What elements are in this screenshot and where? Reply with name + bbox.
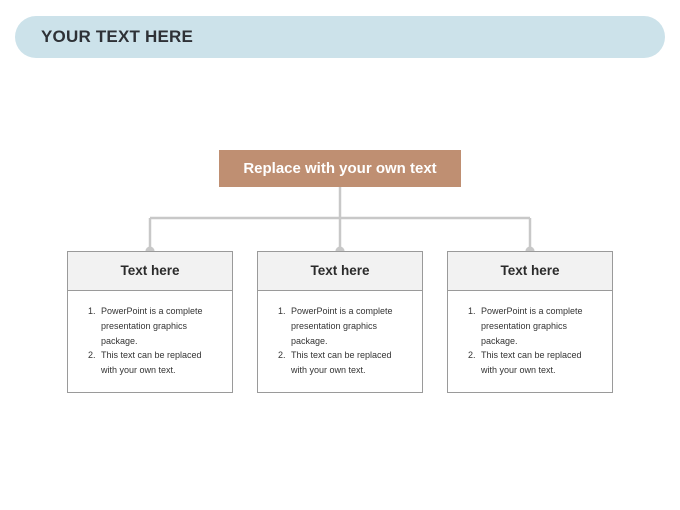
card-list: 1. PowerPoint is a complete presentation… bbox=[448, 291, 612, 378]
list-number: 1. bbox=[278, 306, 286, 316]
title-banner: YOUR TEXT HERE bbox=[15, 16, 665, 58]
list-text: PowerPoint is a complete presentation gr… bbox=[291, 306, 393, 346]
list-number: 2. bbox=[278, 350, 286, 361]
list-item: 1. PowerPoint is a complete presentation… bbox=[278, 304, 408, 348]
list-item: 2. This text can be replaced with your o… bbox=[278, 348, 408, 378]
list-number: 1. bbox=[468, 306, 476, 316]
card-right: Text here 1. PowerPoint is a complete pr… bbox=[447, 251, 613, 393]
card-list: 1. PowerPoint is a complete presentation… bbox=[258, 291, 422, 378]
card-title: Text here bbox=[68, 252, 232, 291]
list-item: 1. PowerPoint is a complete presentation… bbox=[88, 304, 218, 348]
list-item: 2. This text can be replaced with your o… bbox=[468, 348, 598, 378]
list-text: PowerPoint is a complete presentation gr… bbox=[101, 306, 203, 346]
root-node: Replace with your own text bbox=[219, 150, 461, 187]
list-number: 2. bbox=[88, 350, 96, 361]
list-item: 1. PowerPoint is a complete presentation… bbox=[468, 304, 598, 348]
card-title: Text here bbox=[258, 252, 422, 291]
card-center: Text here 1. PowerPoint is a complete pr… bbox=[257, 251, 423, 393]
card-list: 1. PowerPoint is a complete presentation… bbox=[68, 291, 232, 378]
list-item: 2. This text can be replaced with your o… bbox=[88, 348, 218, 378]
list-text: PowerPoint is a complete presentation gr… bbox=[481, 306, 583, 346]
list-number: 1. bbox=[88, 306, 96, 316]
page-title: YOUR TEXT HERE bbox=[41, 27, 194, 46]
list-text: This text can be replaced with your own … bbox=[101, 350, 202, 376]
list-text: This text can be replaced with your own … bbox=[291, 350, 392, 376]
card-title: Text here bbox=[448, 252, 612, 291]
list-number: 2. bbox=[468, 350, 476, 361]
list-text: This text can be replaced with your own … bbox=[481, 350, 582, 376]
card-left: Text here 1. PowerPoint is a complete pr… bbox=[67, 251, 233, 393]
